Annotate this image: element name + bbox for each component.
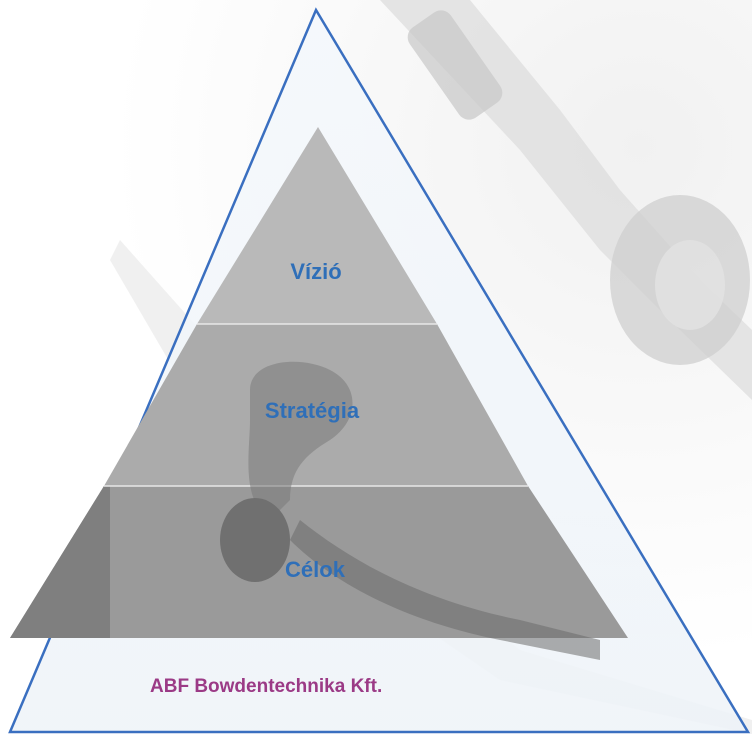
level-label-vizio: Vízió: [290, 259, 342, 284]
level-label-strategia: Stratégia: [264, 398, 360, 423]
pyramid-bottom-left-shade: [10, 486, 110, 638]
level-label-celok: Célok: [285, 557, 345, 582]
pyramid-level-top: [197, 127, 437, 324]
company-name: ABF Bowdentechnika Kft.: [150, 676, 383, 697]
cable-part-image: [220, 361, 600, 660]
